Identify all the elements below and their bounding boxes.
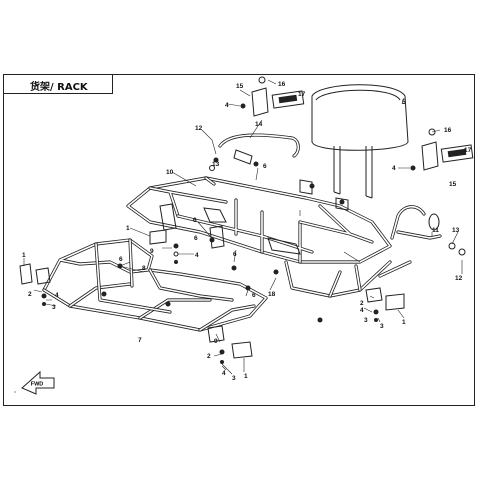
callout-11: 11 (432, 227, 439, 234)
callout-1: 1 (22, 252, 26, 259)
callout-4: 4 (392, 165, 396, 172)
callout-3: 3 (232, 375, 236, 382)
fwd-label: FWD (31, 382, 44, 388)
callout-3: 3 (380, 323, 384, 330)
diagram-frame (3, 74, 475, 406)
callout-1: 1 (244, 373, 248, 380)
fwd-arrow: FWD (21, 370, 55, 395)
leader-lines (14, 79, 463, 393)
callout-13: 13 (452, 227, 460, 234)
callout-9: 9 (150, 248, 154, 255)
callout-5: 5 (402, 99, 406, 106)
callout-4: 4 (195, 252, 199, 259)
callout-15: 15 (449, 181, 457, 188)
callout-13: 13 (212, 161, 220, 168)
callout-10: 10 (166, 169, 174, 176)
callout-8: 8 (142, 265, 146, 272)
bracket-top-right (410, 128, 474, 171)
callout-16: 16 (444, 127, 452, 134)
backrest (311, 84, 409, 199)
front-rack (42, 238, 268, 332)
callout-9: 9 (214, 338, 218, 345)
diagram-title: 货架/ RACK (30, 82, 88, 93)
callout-3: 3 (364, 317, 368, 324)
callout-2: 2 (28, 291, 32, 298)
callout-4: 4 (360, 307, 364, 314)
handle (218, 133, 300, 165)
callout-15: 15 (236, 83, 244, 90)
title-tab (3, 74, 113, 94)
callout-2: 2 (360, 300, 364, 307)
callout-12: 12 (195, 125, 203, 132)
callout-17: 17 (298, 91, 306, 98)
callout-6: 6 (252, 292, 256, 299)
callout-1: 1 (126, 225, 130, 232)
callout-4: 4 (225, 102, 229, 109)
callout-6: 6 (233, 251, 237, 258)
callout-6: 6 (193, 217, 197, 224)
callout-17: 17 (464, 147, 472, 154)
callout-6: 6 (194, 235, 198, 242)
callout-4: 4 (55, 292, 59, 299)
callouts: 15 16 17 4 5 12 13 14 16 17 4 15 10 6 6 … (22, 81, 472, 382)
small-parts (19, 157, 405, 364)
callout-14: 14 (255, 121, 263, 128)
callout-6: 6 (119, 256, 123, 263)
bracket-top-left (240, 76, 305, 117)
callout-2: 2 (207, 353, 211, 360)
callout-16: 16 (278, 81, 286, 88)
callout-6: 6 (263, 163, 267, 170)
callout-12: 12 (455, 275, 463, 282)
side-bar (390, 205, 466, 256)
callout-7: 7 (138, 337, 142, 344)
callout-1: 1 (402, 319, 406, 326)
callout-18: 18 (268, 291, 276, 298)
callout-4: 4 (222, 370, 226, 377)
callout-3: 3 (52, 304, 56, 311)
main-rack-frame (126, 176, 412, 298)
